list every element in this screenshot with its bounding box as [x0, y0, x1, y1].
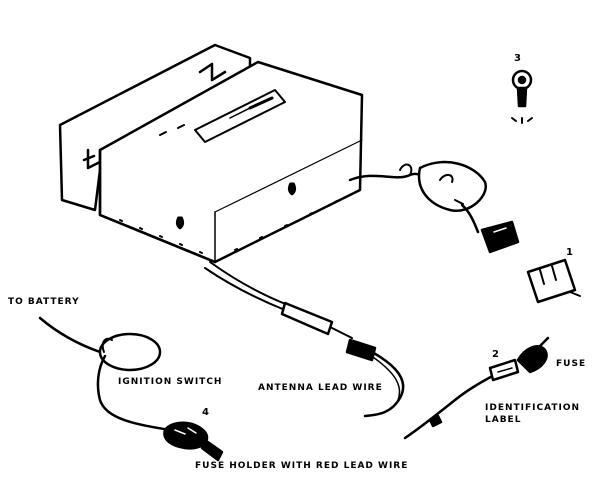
wiring-harness — [348, 160, 520, 254]
radio-unit-body — [98, 60, 364, 264]
to-battery-label: TO BATTERY — [8, 297, 80, 307]
screw-part — [511, 69, 533, 124]
connector-plug — [526, 258, 581, 304]
ignition-switch-label: IGNITION SWITCH — [118, 377, 223, 387]
callout-4: 4 — [202, 407, 210, 418]
fuse-label: FUSE — [556, 359, 587, 369]
fuse-holder-label: FUSE HOLDER WITH RED LEAD WIRE — [195, 461, 409, 471]
fuse-holder — [163, 421, 224, 462]
antenna-lead-wire — [204, 261, 405, 418]
identification-label: IDENTIFICATION — [485, 403, 581, 413]
callout-2: 2 — [492, 349, 500, 360]
callout-3: 3 — [514, 53, 522, 64]
antenna-lead-wire-label: ANTENNA LEAD WIRE — [258, 383, 383, 393]
callout-1: 1 — [566, 247, 574, 258]
fuse-assembly — [403, 336, 550, 440]
label-label: LABEL — [485, 415, 522, 425]
ignition-lead — [38, 316, 172, 432]
